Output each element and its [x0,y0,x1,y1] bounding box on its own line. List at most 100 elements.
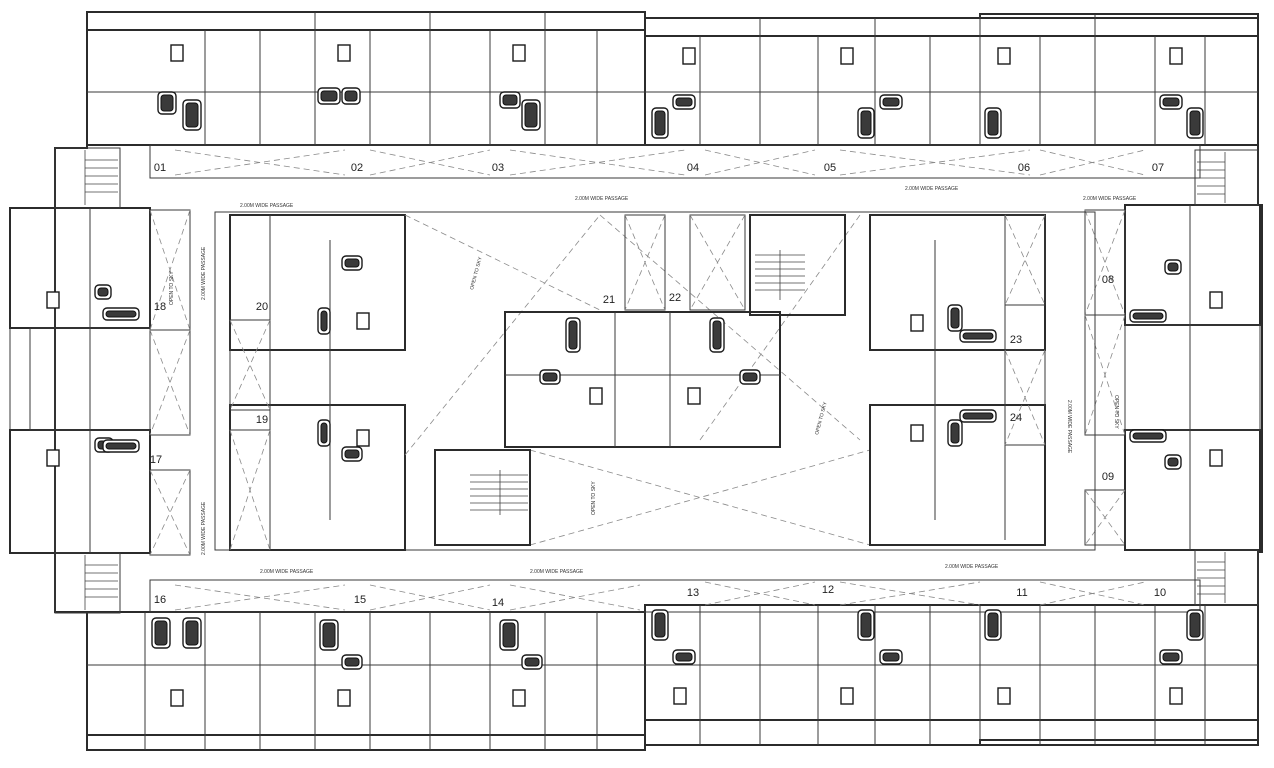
sofa-symbol-4-cushion [502,94,518,106]
unit-number-15: 15 [354,594,366,606]
inner-courtyard [214,211,1096,551]
dining-table-symbol-13 [1169,687,1183,705]
sofa-symbol-43-cushion [1132,432,1164,440]
dining-table-symbol-1 [337,44,351,62]
sofa-symbol-33-cushion [344,258,360,268]
sofa-symbol-30-cushion [320,310,328,332]
sofa-symbol-36-cushion [712,320,722,350]
sofa-symbol-9-cushion [882,97,900,107]
sofa-symbol-3-cushion [344,90,358,102]
passage-label-bottom-center: 2.00M WIDE PASSAGE [530,569,584,575]
unit-number-12: 12 [822,584,834,596]
passage-label-left-vertical-2: 2.00M WIDE PASSAGE [201,501,207,555]
unit-number-09: 09 [1102,471,1114,483]
sofa-symbol-42-cushion [1132,312,1164,320]
unit-number-19: 19 [256,414,268,426]
sofa-symbol-40-cushion [962,332,994,340]
passage-label-top-right: 2.00M WIDE PASSAGE [905,186,959,192]
sofa-symbol-21-cushion [860,612,872,638]
sofa-symbol-22-cushion [882,652,900,662]
dining-table-symbol-23 [1209,449,1223,467]
passage-label-bottom-right: 2.00M WIDE PASSAGE [945,564,999,570]
sofa-symbol-1-cushion [185,102,199,128]
dining-table-symbol-9 [512,689,526,707]
dining-table-symbol-22 [1209,291,1223,309]
unit-number-06: 06 [1018,162,1030,174]
sofa-symbol-5-cushion [524,102,538,128]
dining-table-symbol-17 [356,429,370,447]
passage-label-bottom-left: 2.00M WIDE PASSAGE [260,569,314,575]
unit-number-03: 03 [492,162,504,174]
unit-number-13: 13 [687,587,699,599]
sofa-symbol-31-cushion [320,422,328,444]
sofa-symbol-45-cushion [1167,457,1179,467]
sofa-symbol-29-cushion [105,442,137,450]
sofa-symbol-32-cushion [344,449,360,459]
sofa-symbol-6-cushion [654,110,666,136]
dining-table-symbol-4 [840,47,854,65]
sofa-symbol-35-cushion [542,372,558,382]
sofa-symbol-10-cushion [987,110,999,136]
unit-number-24: 24 [1010,412,1022,424]
sofa-symbol-20-cushion [675,652,693,662]
sofa-symbol-38-cushion [950,307,960,329]
open-to-sky-label-center-right: OPEN TO SKY [814,401,829,436]
dining-table-symbol-21 [910,424,924,442]
sofa-symbol-44-cushion [1167,262,1179,272]
unit-number-14: 14 [492,597,504,609]
sofa-symbol-2-cushion [320,90,338,102]
unit-number-10: 10 [1154,587,1166,599]
sofa-symbol-16-cushion [344,657,360,667]
sofa-symbol-27-cushion [105,310,137,318]
dining-table-symbol-6 [1169,47,1183,65]
dining-table-symbol-20 [910,314,924,332]
unit-number-05: 05 [824,162,836,174]
unit-number-17: 17 [150,454,162,466]
sofa-symbol-14-cushion [185,620,199,646]
left-wing [9,147,191,614]
sofa-symbol-7-cushion [675,97,693,107]
dining-table-symbol-18 [589,387,603,405]
open-to-sky-label-center-bottom: OPEN TO SKY [591,481,597,515]
unit-number-16: 16 [154,594,166,606]
unit-number-18: 18 [154,301,166,313]
sofa-symbol-19-cushion [654,612,666,638]
sofa-symbol-0-cushion [160,94,174,112]
unit-number-01: 01 [154,162,166,174]
sofa-symbol-39-cushion [950,422,960,444]
unit-number-08: 08 [1102,274,1114,286]
open-to-sky-labels: OPEN TO SKY OPEN TO SKY OPEN TO SKY OPEN… [169,256,1119,515]
sofa-symbol-11-cushion [1162,97,1180,107]
sofa-symbol-8-cushion [860,110,872,136]
sofa-symbol-37-cushion [742,372,758,382]
open-to-sky-label-right: OPEN TO SKY [1113,395,1119,429]
dining-table-symbol-10 [673,687,687,705]
unit-number-23: 23 [1010,334,1022,346]
sofa-symbol-17-cushion [502,622,516,648]
dining-table-symbol-7 [170,689,184,707]
dining-table-symbol-2 [512,44,526,62]
dining-table-symbol-14 [46,291,60,309]
passage-label-right: 2.00M WIDE PASSAGE [1083,196,1137,202]
dining-table-symbol-19 [687,387,701,405]
sofa-symbol-34-cushion [568,320,578,350]
open-to-sky-label-center-left: OPEN TO SKY [469,256,484,291]
dining-table-symbol-15 [46,449,60,467]
dining-table-symbol-0 [170,44,184,62]
unit-number-11: 11 [1016,587,1027,599]
unit-number-04: 04 [687,162,699,174]
unit-number-20: 20 [256,301,268,313]
unit-number-21: 21 [603,294,615,306]
sofa-symbol-41-cushion [962,412,994,420]
dining-table-symbol-8 [337,689,351,707]
dining-table-symbol-11 [840,687,854,705]
unit-number-22: 22 [669,292,681,304]
sofa-symbol-13-cushion [154,620,168,646]
passage-label-left-vertical: 2.00M WIDE PASSAGE [201,246,207,300]
passage-label-top-center: 2.00M WIDE PASSAGE [575,196,629,202]
sofa-symbol-25-cushion [1162,652,1180,662]
passage-label-right-vertical: 2.00M WIDE PASSAGE [1066,400,1072,454]
dining-table-symbol-3 [682,47,696,65]
open-to-sky-label-left: OPEN TO SKY [169,271,175,305]
